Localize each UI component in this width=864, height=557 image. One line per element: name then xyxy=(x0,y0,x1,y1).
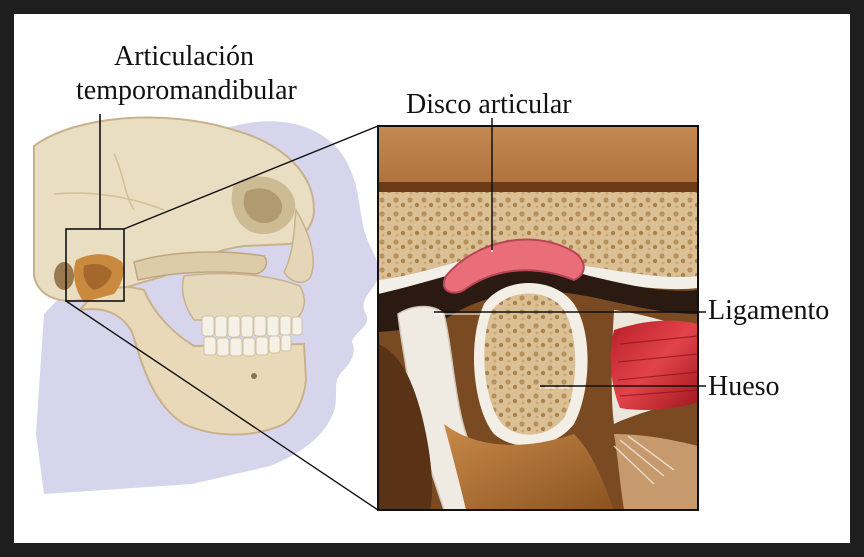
ligament-label: Ligamento xyxy=(708,296,829,326)
diagram-frame: Articulación temporomandibular Disco art… xyxy=(14,14,850,543)
teeth xyxy=(202,316,302,356)
disc-label: Disco articular xyxy=(406,90,572,120)
bone-label: Hueso xyxy=(708,372,780,402)
joint-detail-inset xyxy=(378,126,698,510)
lateral-pterygoid-muscle xyxy=(611,321,698,410)
joint-label-line1: Articulación xyxy=(114,42,254,72)
joint-label-line2: temporomandibular xyxy=(76,76,297,106)
